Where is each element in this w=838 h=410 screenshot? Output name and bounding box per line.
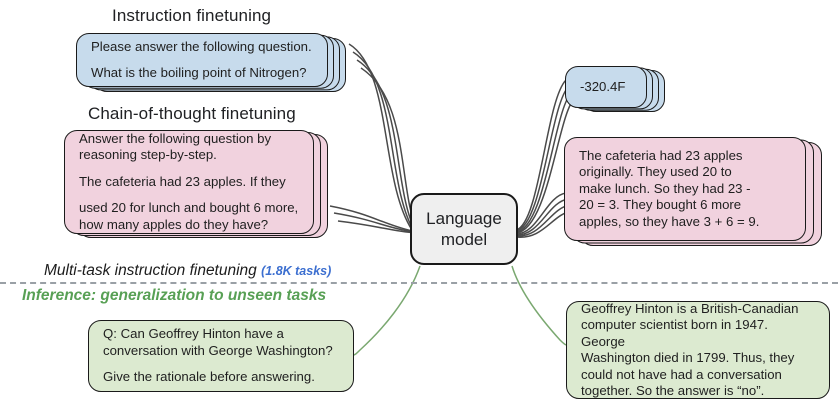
label-multitask-instruction-finetuning: Multi-task instruction finetuning (1.8K … xyxy=(44,262,331,280)
card-cot-prompt[interactable]: Answer the following question by reasoni… xyxy=(64,130,328,238)
prompt-line-4: used 20 for lunch and bought 6 more, xyxy=(79,200,299,216)
output-line-4: 20 = 3. They bought 6 more xyxy=(579,197,742,213)
label-multitask-text: Multi-task instruction finetuning xyxy=(44,262,257,279)
prompt-line-1: Q: Can Geoffrey Hinton have a xyxy=(103,326,284,342)
card-instruction-prompt[interactable]: Please answer the following question. Wh… xyxy=(76,33,346,92)
divider-dashed-line xyxy=(0,281,838,284)
prompt-line-3: Give the rationale before answering. xyxy=(103,369,315,385)
prompt-line-5: how many apples do they have? xyxy=(79,216,269,232)
card-cot-output[interactable]: The cafeteria had 23 apples originally. … xyxy=(564,137,822,246)
output-line-3: make lunch. So they had 23 - xyxy=(579,180,751,196)
card-front: Geoffrey Hinton is a British-Canadian co… xyxy=(566,301,830,399)
card-front: The cafeteria had 23 apples originally. … xyxy=(564,137,806,241)
card-inference-prompt[interactable]: Q: Can Geoffrey Hinton have a conversati… xyxy=(88,320,354,392)
prompt-line-2: conversation with George Washington? xyxy=(103,342,333,358)
card-front: Q: Can Geoffrey Hinton have a conversati… xyxy=(88,320,354,392)
label-task-count: (1.8K tasks) xyxy=(261,264,332,278)
output-line-5: together. So the answer is “no”. xyxy=(581,383,765,398)
card-front: -320.4F xyxy=(565,66,647,108)
output-line-1: -320.4F xyxy=(580,78,626,94)
output-line-2: originally. They used 20 to xyxy=(579,164,732,180)
output-line-1: The cafeteria had 23 apples xyxy=(579,147,743,163)
card-front: Please answer the following question. Wh… xyxy=(76,33,328,87)
label-inference-generalization: Inference: generalization to unseen task… xyxy=(22,287,327,304)
prompt-line-1: Please answer the following question. xyxy=(91,38,312,54)
prompt-line-3: The cafeteria had 23 apples. If they xyxy=(79,173,286,189)
card-inference-output[interactable]: Geoffrey Hinton is a British-Canadian co… xyxy=(566,301,830,399)
language-model-node[interactable]: Language model xyxy=(410,193,518,265)
output-line-3: Washington died in 1799. Thus, they xyxy=(581,350,795,365)
output-line-1: Geoffrey Hinton is a British-Canadian xyxy=(581,300,799,316)
prompt-line-2: What is the boiling point of Nitrogen? xyxy=(91,65,307,80)
heading-instruction-finetuning: Instruction finetuning xyxy=(112,6,272,25)
heading-cot-finetuning: Chain-of-thought finetuning xyxy=(88,104,296,123)
card-front: Answer the following question by reasoni… xyxy=(64,130,314,234)
prompt-line-2: reasoning step-by-step. xyxy=(79,147,217,163)
output-line-4: could not have had a conversation xyxy=(581,366,782,382)
output-line-2: computer scientist born in 1947. George xyxy=(581,317,768,349)
card-instruction-output[interactable]: -320.4F xyxy=(565,66,665,112)
prompt-line-1: Answer the following question by xyxy=(79,130,272,146)
output-line-5: apples, so they have 3 + 6 = 9. xyxy=(579,213,760,229)
